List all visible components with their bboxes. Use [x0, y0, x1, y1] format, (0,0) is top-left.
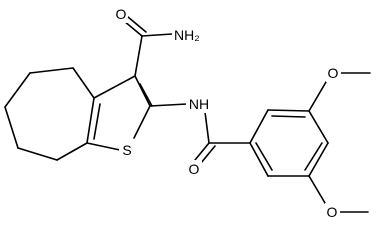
atom-label-amide-nh2: NH₂ [172, 26, 204, 44]
svg-text:O: O [189, 161, 200, 177]
svg-text:O: O [327, 204, 338, 220]
carboxamide-group [123, 16, 173, 77]
atom-label-methoxy-bottom-oxygen: O [325, 203, 340, 221]
atom-label-linker-nh: NH [186, 95, 212, 113]
chemical-structure: O NH₂ S NH O O O [4, 5, 371, 221]
svg-text:O: O [116, 6, 127, 22]
svg-text:S: S [122, 142, 131, 158]
svg-text:O: O [328, 65, 339, 81]
thiophene-ring [86, 75, 153, 151]
benzene-ring [249, 109, 329, 177]
cycloheptane-ring [4, 67, 95, 161]
svg-text:NH₂: NH₂ [174, 27, 200, 43]
atom-label-sulfur: S [119, 140, 135, 159]
atom-label-methoxy-top-oxygen: O [326, 64, 341, 82]
atom-label-amide-oxygen: O [114, 5, 128, 23]
methoxy-top [308, 72, 371, 112]
svg-text:NH: NH [189, 96, 209, 112]
methoxy-bottom [308, 175, 369, 213]
amide-linker [149, 103, 251, 164]
atom-label-carbonyl-oxygen: O [187, 160, 202, 178]
